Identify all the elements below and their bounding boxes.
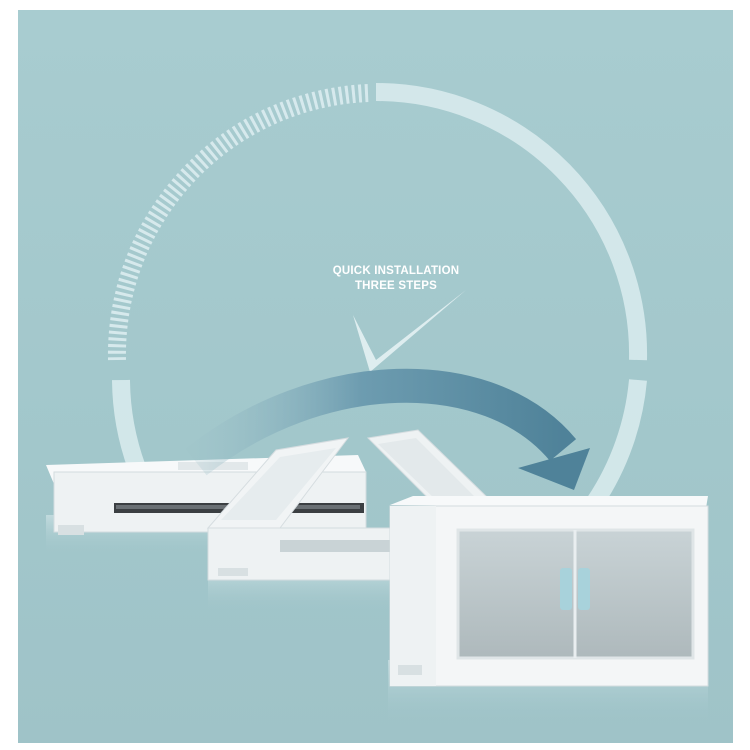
- circular-progress-arc: [107, 83, 648, 507]
- check-mark-icon: [353, 290, 466, 372]
- heading-line-2: THREE STEPS: [354, 280, 438, 292]
- product-image-panel: QUICK INSTALLATION THREE STEPS: [18, 10, 733, 743]
- heading-line-1: QUICK INSTALLATION: [332, 265, 460, 277]
- curved-arrow-icon: [185, 368, 590, 490]
- assembled-storage-box: [388, 496, 709, 720]
- installation-illustration: [46, 83, 709, 720]
- installation-heading: QUICK INSTALLATION THREE STEPS: [286, 264, 506, 294]
